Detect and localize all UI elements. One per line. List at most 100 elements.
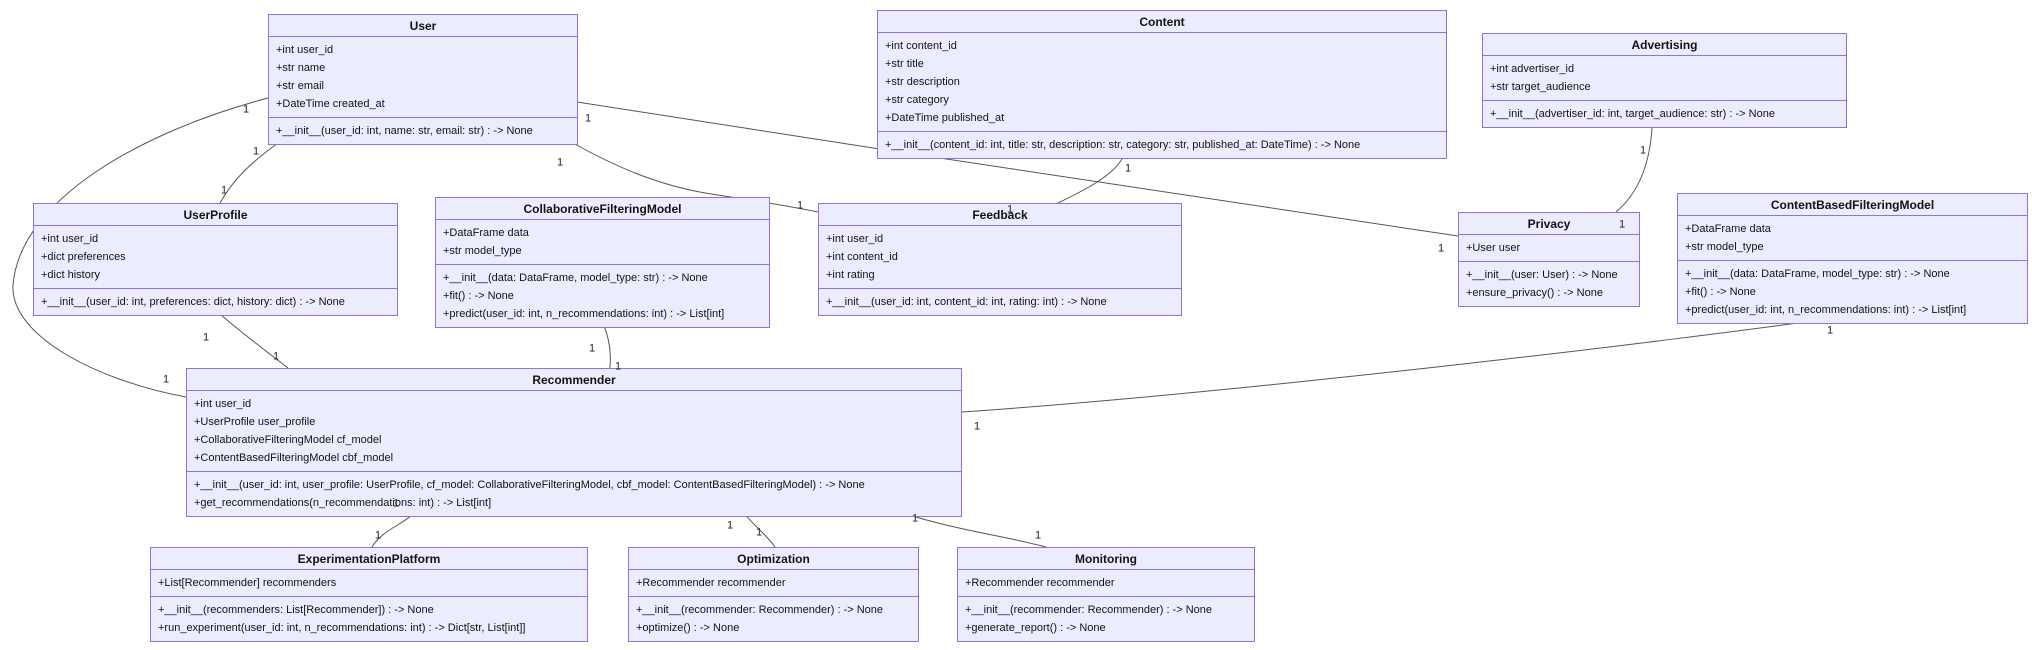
class-method: +ensure_privacy() : -> None [1466, 287, 1603, 299]
class-attributes-feedback: +int user_id +int content_id +int rating [819, 226, 1181, 288]
class-method: +run_experiment(user_id: int, n_recommen… [158, 622, 526, 634]
class-method: +predict(user_id: int, n_recommendations… [443, 308, 725, 320]
class-attributes-experimentationplatform: +List[Recommender] recommenders [151, 570, 587, 596]
class-title-privacy: Privacy [1459, 213, 1639, 235]
multiplicity-label: 1 [1826, 324, 1834, 337]
class-methods-content: +__init__(content_id: int, title: str, d… [878, 131, 1446, 158]
class-method: +__init__(data: DataFrame, model_type: s… [1685, 268, 1950, 280]
class-attribute: +Recommender recommender [965, 577, 1115, 589]
class-method: +__init__(content_id: int, title: str, d… [885, 139, 1361, 151]
class-attribute: +DateTime created_at [276, 98, 385, 110]
relationship-UserProfile-Recommender [219, 313, 289, 369]
class-box-user: User+int user_id+str name+str email+Date… [268, 14, 578, 145]
class-method: +fit() : -> None [443, 290, 514, 302]
class-title-userprofile: UserProfile [34, 204, 397, 226]
class-attribute: +int user_id [41, 233, 99, 245]
class-methods-user: +__init__(user_id: int, name: str, email… [269, 117, 577, 144]
class-method: +fit() : -> None [1685, 286, 1756, 298]
class-attributes-contentbasedfilteringmodel: +DataFrame data+str model_type [1678, 216, 2027, 260]
multiplicity-label: 1 [1124, 162, 1132, 175]
class-method: +optimize() : -> None [636, 622, 740, 634]
class-box-monitoring: Monitoring+Recommender recommender+__ini… [957, 547, 1255, 642]
multiplicity-label: 1 [1437, 242, 1445, 255]
class-title-feedback: Feedback [819, 204, 1181, 226]
multiplicity-label: 1 [973, 420, 981, 433]
class-title-recommender: Recommender [187, 369, 961, 391]
class-title-experimentationplatform: ExperimentationPlatform [151, 548, 587, 570]
class-box-contentbasedfilteringmodel: ContentBasedFilteringModel+DataFrame dat… [1677, 193, 2028, 324]
multiplicity-label: 1 [1006, 203, 1014, 216]
class-method: +__init__(user: User) : -> None [1466, 269, 1618, 281]
multiplicity-label: 1 [556, 156, 564, 169]
relationship-Advertising-Privacy [1615, 127, 1653, 213]
class-attribute: +dict history [41, 269, 100, 281]
class-attribute: +int user_id [276, 44, 334, 56]
class-attribute: +int rating [826, 269, 875, 281]
multiplicity-label: 1 [1639, 144, 1647, 157]
multiplicity-label: 1 [252, 145, 260, 158]
class-attribute: +UserProfile user_profile [194, 416, 316, 428]
multiplicity-label: 1 [162, 373, 170, 386]
multiplicity-label: 1 [584, 112, 592, 125]
multiplicity-label: 1 [614, 360, 622, 373]
class-method: +__init__(user_id: int, content_id: int,… [826, 296, 1107, 308]
relationship-User-Privacy [576, 101, 1459, 237]
class-title-optimization: Optimization [629, 548, 918, 570]
multiplicity-label: 1 [392, 497, 400, 510]
class-attribute: +DataFrame data [1685, 223, 1771, 235]
relationship-Content-Feedback [1057, 158, 1123, 204]
class-attribute: +str name [276, 62, 326, 74]
class-box-collaborativefilteringmodel: CollaborativeFilteringModel+DataFrame da… [435, 197, 770, 328]
class-attribute: +DateTime published_at [885, 112, 1005, 124]
class-methods-recommender: +__init__(user_id: int, user_profile: Us… [187, 471, 961, 516]
class-methods-collaborativefilteringmodel: +__init__(data: DataFrame, model_type: s… [436, 264, 769, 327]
class-attribute: +int user_id [194, 398, 252, 410]
class-attribute: +int advertiser_id [1490, 63, 1575, 75]
class-method: +get_recommendations(n_recommendations: … [194, 497, 492, 509]
multiplicity-label: 1 [911, 512, 919, 525]
class-box-recommender: Recommender +int user_id +UserProfile user… [186, 368, 962, 517]
multiplicity-label: 1 [588, 342, 596, 355]
class-methods-contentbasedfilteringmodel: +__init__(data: DataFrame, model_type: s… [1678, 260, 2027, 323]
multiplicity-label: 1 [1618, 218, 1626, 231]
relationship-User-Recommender [12, 97, 269, 398]
class-title-advertising: Advertising [1483, 34, 1846, 56]
class-attributes-advertising: +int advertiser_id +str target_audience [1483, 56, 1846, 100]
class-attributes-userprofile: +int user_id+dict preferences+dict histo… [34, 226, 397, 288]
class-attributes-recommender: +int user_id +UserProfile user_profile +Co… [187, 391, 961, 471]
class-method: +__init__(recommender: Recommender) : ->… [636, 604, 884, 616]
class-box-experimentationplatform: ExperimentationPlatform +List[Recommender… [150, 547, 588, 642]
multiplicity-label: 1 [726, 519, 734, 532]
class-method: +__init__(recommenders: List[Recommender… [158, 604, 434, 616]
relationship-Recommender-Monitoring [902, 512, 1047, 548]
class-attribute: +DataFrame data [443, 227, 529, 239]
relationship-User-Feedback [572, 142, 819, 213]
class-attribute: +int content_id [885, 40, 957, 52]
class-attribute: +int user_id [826, 233, 884, 245]
relationship-User-UserProfile [219, 142, 279, 204]
relationship-ContentBasedFilteringModel-Recommender [961, 315, 1849, 413]
class-methods-userprofile: +__init__(user_id: int, preferences: dic… [34, 288, 397, 315]
class-method: +generate_report() : -> None [965, 622, 1106, 634]
class-title-content: Content [878, 11, 1446, 33]
class-attribute: +str target_audience [1490, 81, 1591, 93]
multiplicity-label: 1 [796, 199, 804, 212]
class-attribute: +User user [1466, 242, 1521, 254]
class-attributes-optimization: +Recommender recommender [629, 570, 918, 596]
multiplicity-label: 1 [1034, 529, 1042, 542]
class-box-privacy: Privacy +User user +__init__(user: User) :… [1458, 212, 1640, 307]
class-attribute: +str title [885, 58, 924, 70]
class-attribute: +Recommender recommender [636, 577, 786, 589]
class-method: +__init__(advertiser_id: int, target_aud… [1490, 108, 1775, 120]
class-title-monitoring: Monitoring [958, 548, 1254, 570]
class-methods-privacy: +__init__(user: User) : -> None +ensure_p… [1459, 261, 1639, 306]
class-box-userprofile: UserProfile+int user_id+dict preferences… [33, 203, 398, 316]
multiplicity-label: 1 [202, 331, 210, 344]
class-methods-optimization: +__init__(recommender: Recommender) : ->… [629, 596, 918, 641]
class-attribute: +CollaborativeFilteringModel cf_model [194, 434, 382, 446]
multiplicity-label: 1 [755, 526, 763, 539]
class-attribute: +List[Recommender] recommenders [158, 577, 337, 589]
class-method: +__init__(user_id: int, preferences: dic… [41, 296, 345, 308]
class-attribute: +str model_type [443, 245, 522, 257]
class-attribute: +int content_id [826, 251, 898, 263]
